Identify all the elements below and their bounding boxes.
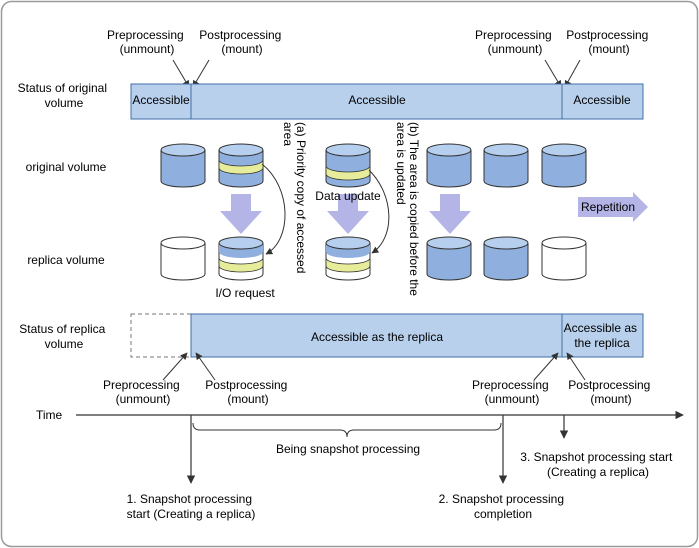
copy-arrow-1 [220, 194, 262, 234]
event-2-label: 2. Snapshot processing completion [439, 492, 568, 521]
snapshot-processing-brace [192, 422, 502, 438]
copy-arrow-3 [429, 194, 471, 234]
cylinder-replica-2 [218, 236, 264, 281]
time-label: Time [36, 408, 63, 422]
repetition-label: Repetition [581, 200, 635, 214]
callout-preprocessing-top-right: Preprocessing (unmount) [475, 28, 555, 56]
replica-bar-label-right: Accessible as the replica [564, 321, 641, 350]
callout-preprocessing-bottom-left: Preprocessing (unmount) [103, 378, 183, 406]
callout-arrow-pre-bottom-right [533, 352, 559, 381]
original-bar-label-mid: Accessible [348, 93, 406, 107]
cylinder-replica-6 [541, 236, 587, 281]
event-3-label: 3. Snapshot processing start (Creating a… [520, 450, 675, 479]
callout-arrow-post-top-left [192, 59, 210, 88]
callout-arrow-post-bottom-left [195, 352, 216, 381]
note-priority-copy: (a) Priority copy of accessed area [281, 122, 308, 277]
callout-preprocessing-top-left: Preprocessing (unmount) [107, 28, 187, 56]
repetition-arrow [578, 192, 648, 222]
cylinder-original-3 [325, 143, 371, 188]
brace-label: Being snapshot processing [276, 442, 420, 456]
io-request-label: I/O request [215, 286, 275, 300]
event-1-label: 1. Snapshot processing start (Creating a… [127, 492, 256, 521]
data-update-label: Data update [315, 189, 381, 203]
replica-status-inaccessible [130, 313, 192, 358]
cylinder-replica-1 [160, 236, 206, 281]
callout-arrow-pre-top-right [544, 59, 562, 88]
original-status-bar [130, 83, 644, 120]
original-bar-label-left: Accessible [132, 93, 190, 107]
callout-postprocessing-bottom-left: Postprocessing (mount) [205, 378, 290, 406]
note-copy-before-update: (b) The area is copied before the area i… [394, 122, 421, 299]
callout-postprocessing-top-left: Postprocessing (mount) [199, 28, 284, 56]
copy-arrow-2 [327, 194, 369, 234]
cylinder-replica-3 [325, 236, 371, 281]
row-label-replica-volume: replica volume [27, 253, 105, 267]
cylinder-original-1 [160, 143, 206, 188]
row-label-original-volume: original volume [26, 160, 107, 174]
callout-arrow-pre-bottom-left [162, 352, 188, 381]
cylinder-original-6 [541, 143, 587, 188]
cylinder-original-4 [426, 143, 472, 188]
original-bar-label-right: Accessible [573, 93, 631, 107]
row-label-replica-status: Status of replica volume [19, 322, 108, 351]
replica-status-bar [190, 313, 644, 358]
cylinder-original-5 [483, 143, 529, 188]
row-label-original-status: Status of original volume [18, 81, 111, 110]
callout-arrow-pre-top-left [172, 59, 190, 88]
callout-arrow-post-bottom-right [566, 352, 586, 381]
priority-copy-curve-arrow [261, 163, 286, 255]
replica-bar-label-mid: Accessible as the replica [311, 330, 443, 344]
callout-preprocessing-bottom-right: Preprocessing (unmount) [472, 378, 552, 406]
cylinder-replica-5 [483, 236, 529, 281]
cylinder-original-2 [218, 143, 264, 188]
callout-postprocessing-bottom-right: Postprocessing (mount) [568, 378, 653, 406]
cylinder-replica-4 [426, 236, 472, 281]
update-copy-curve-arrow [368, 169, 390, 254]
callout-postprocessing-top-right: Postprocessing (mount) [566, 28, 651, 56]
callout-arrow-post-top-right [564, 59, 581, 88]
